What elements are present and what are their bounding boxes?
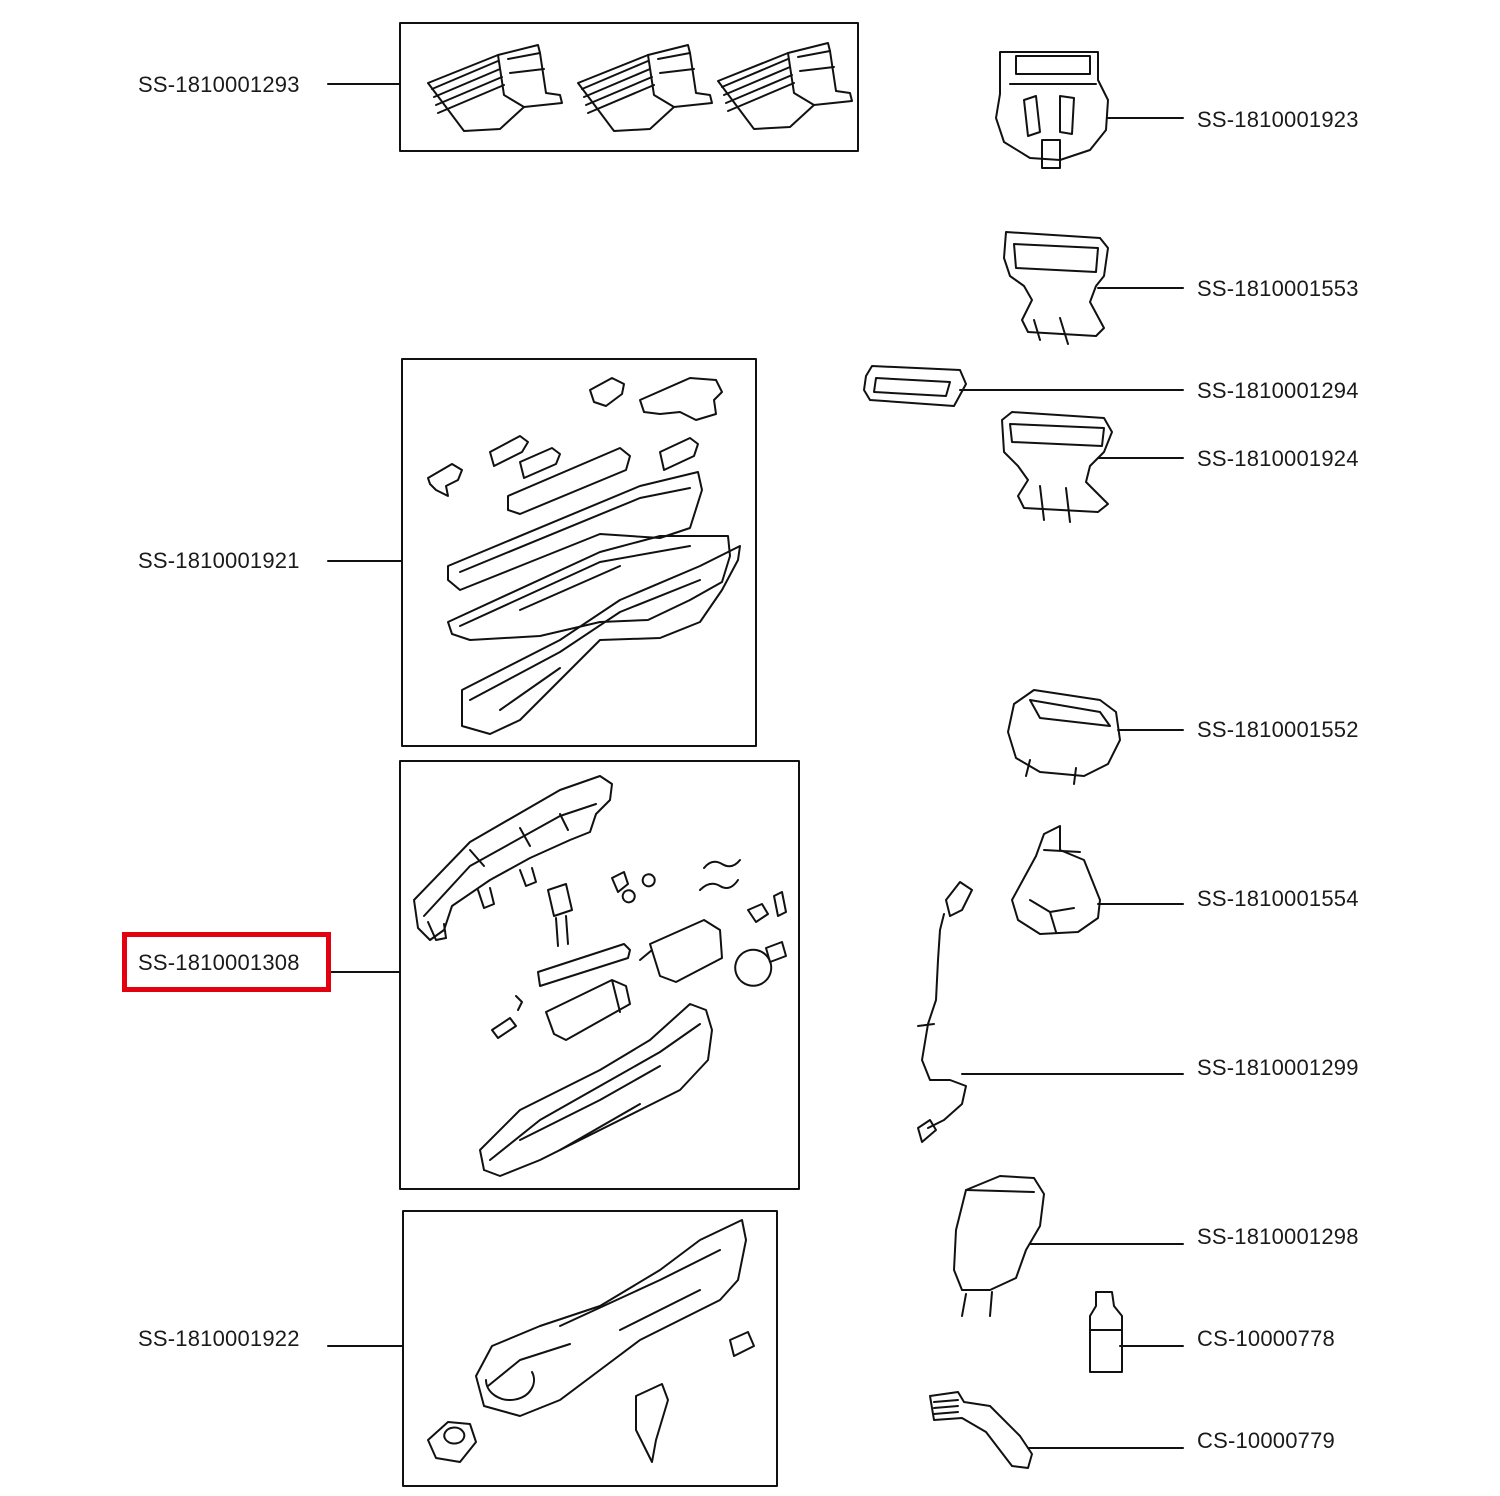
part-label-ss-1810001554[interactable]: SS-1810001554 bbox=[1197, 886, 1359, 911]
part-label-cs-10000779[interactable]: CS-10000779 bbox=[1197, 1428, 1335, 1453]
box-comb-set bbox=[399, 22, 859, 152]
part-label-ss-1810001922[interactable]: SS-1810001922 bbox=[138, 1326, 300, 1351]
box-motor-assembly bbox=[399, 760, 800, 1190]
lower-housing-drawing bbox=[427, 1219, 755, 1463]
leader-lines bbox=[327, 83, 1184, 1449]
part-label-ss-1810001293[interactable]: SS-1810001293 bbox=[138, 72, 300, 97]
part-label-ss-1810001921[interactable]: SS-1810001921 bbox=[138, 548, 300, 573]
highlight-box bbox=[122, 932, 331, 992]
box-upper-housing bbox=[401, 358, 757, 747]
part-label-ss-1810001553[interactable]: SS-1810001553 bbox=[1197, 276, 1359, 301]
part-label-ss-1810001299[interactable]: SS-1810001299 bbox=[1197, 1055, 1359, 1080]
comb-guides-drawing bbox=[427, 42, 853, 132]
upper-housing-drawing bbox=[427, 377, 741, 735]
part-label-ss-1810001298[interactable]: SS-1810001298 bbox=[1197, 1224, 1359, 1249]
part-label-cs-10000778[interactable]: CS-10000778 bbox=[1197, 1326, 1335, 1351]
part-label-ss-1810001923[interactable]: SS-1810001923 bbox=[1197, 107, 1359, 132]
motor-assembly-drawing bbox=[413, 775, 787, 1177]
part-label-ss-1810001924[interactable]: SS-1810001924 bbox=[1197, 446, 1359, 471]
accessories-drawing bbox=[863, 51, 1123, 1469]
box-lower-housing bbox=[402, 1210, 778, 1487]
part-label-ss-1810001552[interactable]: SS-1810001552 bbox=[1197, 717, 1359, 742]
part-label-ss-1810001294[interactable]: SS-1810001294 bbox=[1197, 378, 1359, 403]
part-label-ss-1810001308[interactable]: SS-1810001308 bbox=[138, 950, 300, 975]
